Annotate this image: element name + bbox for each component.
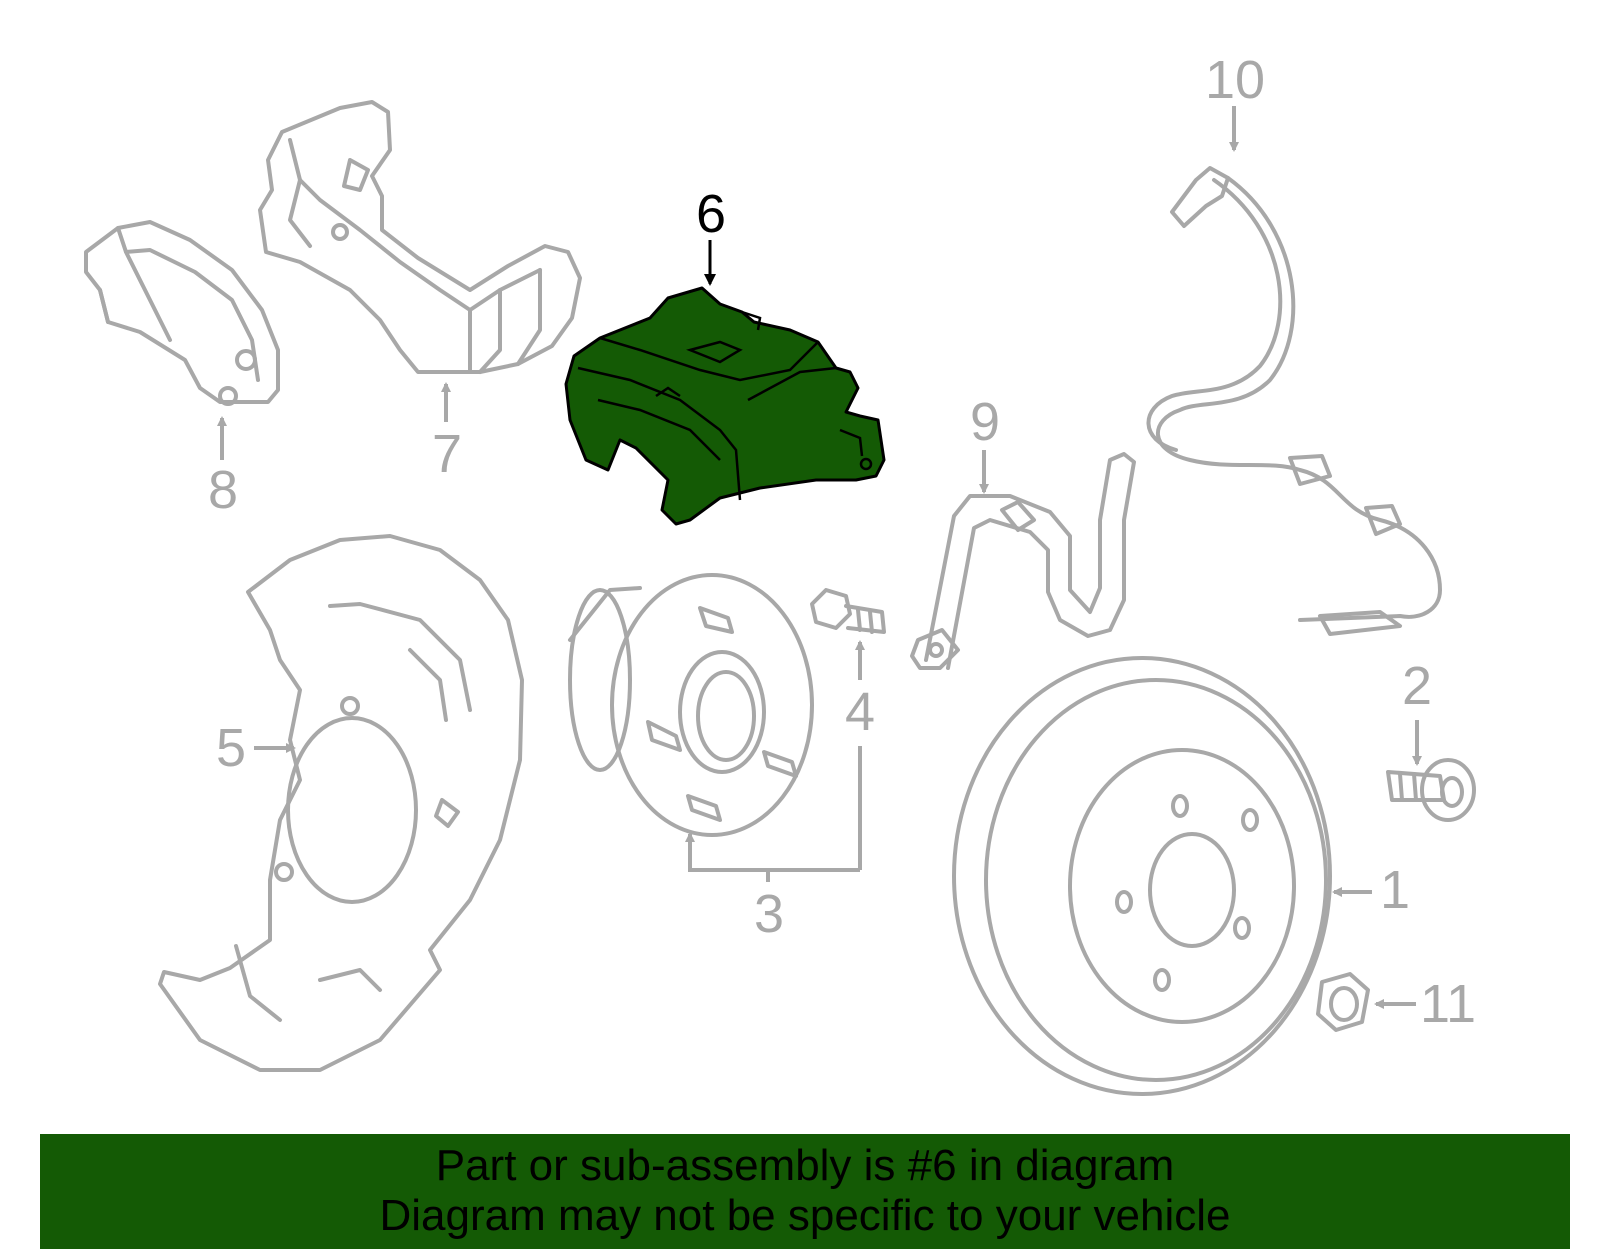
- callout-7: 7: [432, 424, 462, 484]
- callout-3: 3: [754, 884, 784, 944]
- wheel-hub-part: [568, 573, 814, 837]
- callout-11: 11: [1420, 974, 1476, 1034]
- callout-1: 1: [1380, 860, 1410, 920]
- callout-6: 6: [696, 184, 726, 244]
- info-banner: Part or sub-assembly is #6 in diagram Di…: [40, 1134, 1570, 1249]
- callout-8: 8: [208, 460, 238, 520]
- leader-3: [685, 832, 768, 872]
- callout-5: 5: [216, 718, 246, 778]
- caliper-bracket-part: [258, 100, 582, 374]
- rotor-screw-part: [1386, 758, 1476, 822]
- brake-caliper-part-highlighted: [564, 286, 886, 526]
- brake-pad-part: [84, 220, 280, 406]
- hub-bolt-part: [810, 588, 886, 634]
- wheel-speed-sensor-part: [1146, 166, 1442, 636]
- banner-line-1: Part or sub-assembly is #6 in diagram: [435, 1141, 1175, 1190]
- callout-leaders: [217, 106, 1422, 1009]
- callout-2: 2: [1402, 656, 1432, 716]
- callout-10: 10: [1205, 50, 1265, 110]
- brake-rotor-part: [952, 656, 1332, 1096]
- dust-shield-part: [158, 534, 524, 1072]
- brake-hose-part: [910, 452, 1136, 670]
- hub-nut-part: [1316, 972, 1370, 1032]
- callout-4: 4: [845, 682, 875, 742]
- banner-line-2: Diagram may not be specific to your vehi…: [379, 1191, 1231, 1240]
- callout-9: 9: [970, 392, 1000, 452]
- callout-labels: 1 2 3 4 5 6 7 8 9 10 11: [208, 50, 1476, 1034]
